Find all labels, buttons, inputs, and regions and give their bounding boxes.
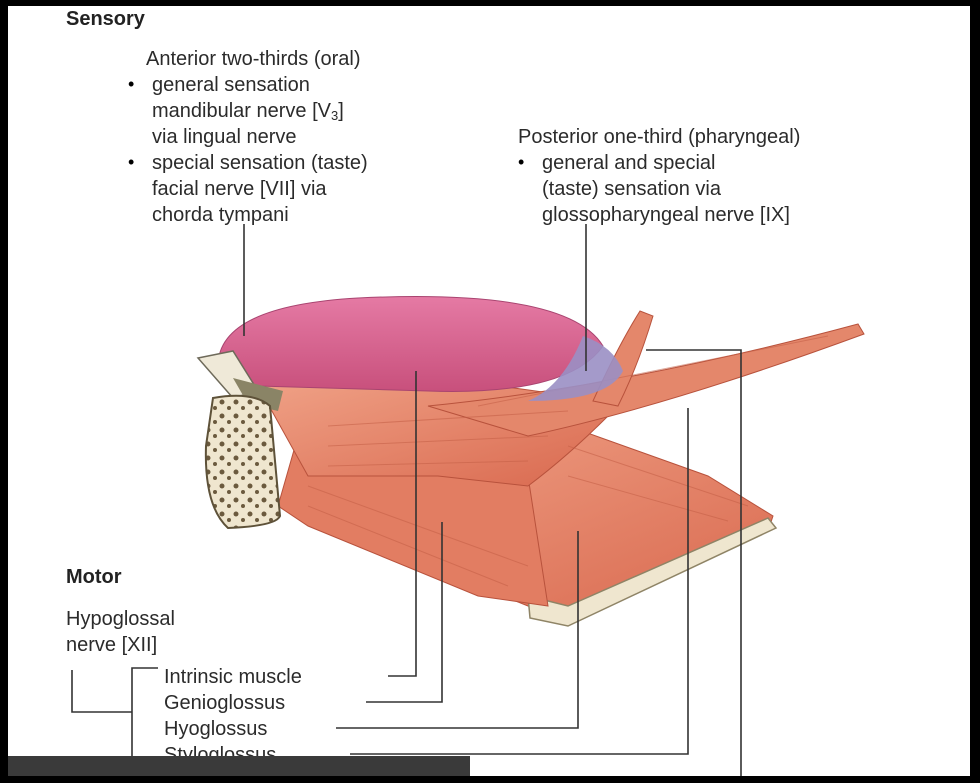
bullet-dot: • (128, 152, 134, 173)
posterior-b1-l1: general and special (542, 150, 715, 176)
muscle-label-genioglossus: Genioglossus (164, 690, 285, 716)
motor-nerve-line1: Hypoglossal (66, 606, 175, 632)
muscle-label-hyoglossus: Hyoglossus (164, 716, 267, 742)
motor-heading: Motor (66, 566, 122, 589)
anterior-b2-l3: chorda tympani (152, 202, 289, 228)
posterior-b1-l3: glossopharyngeal nerve [IX] (542, 202, 790, 228)
muscle-label-intrinsic: Intrinsic muscle (164, 664, 302, 690)
mandible-cross-section (206, 396, 280, 528)
sensory-heading: Sensory (66, 8, 145, 31)
bottom-overlay-bar (8, 756, 470, 776)
anterior-b2-l1: special sensation (taste) (152, 150, 368, 176)
motor-nerve-line2: nerve [XII] (66, 632, 157, 658)
anterior-title: Anterior two-thirds (oral) (146, 46, 361, 72)
bullet-dot: • (518, 152, 524, 173)
anterior-b2-l2: facial nerve [VII] via (152, 176, 327, 202)
figure-frame: Sensory Anterior two-thirds (oral) • gen… (8, 6, 970, 776)
bullet-dot: • (128, 74, 134, 95)
anterior-b1-l3: via lingual nerve (152, 124, 297, 150)
posterior-b1-l2: (taste) sensation via (542, 176, 721, 202)
tongue-dorsum (218, 297, 603, 392)
anterior-b1-l1: general sensation (152, 72, 310, 98)
posterior-title: Posterior one-third (pharyngeal) (518, 124, 800, 150)
